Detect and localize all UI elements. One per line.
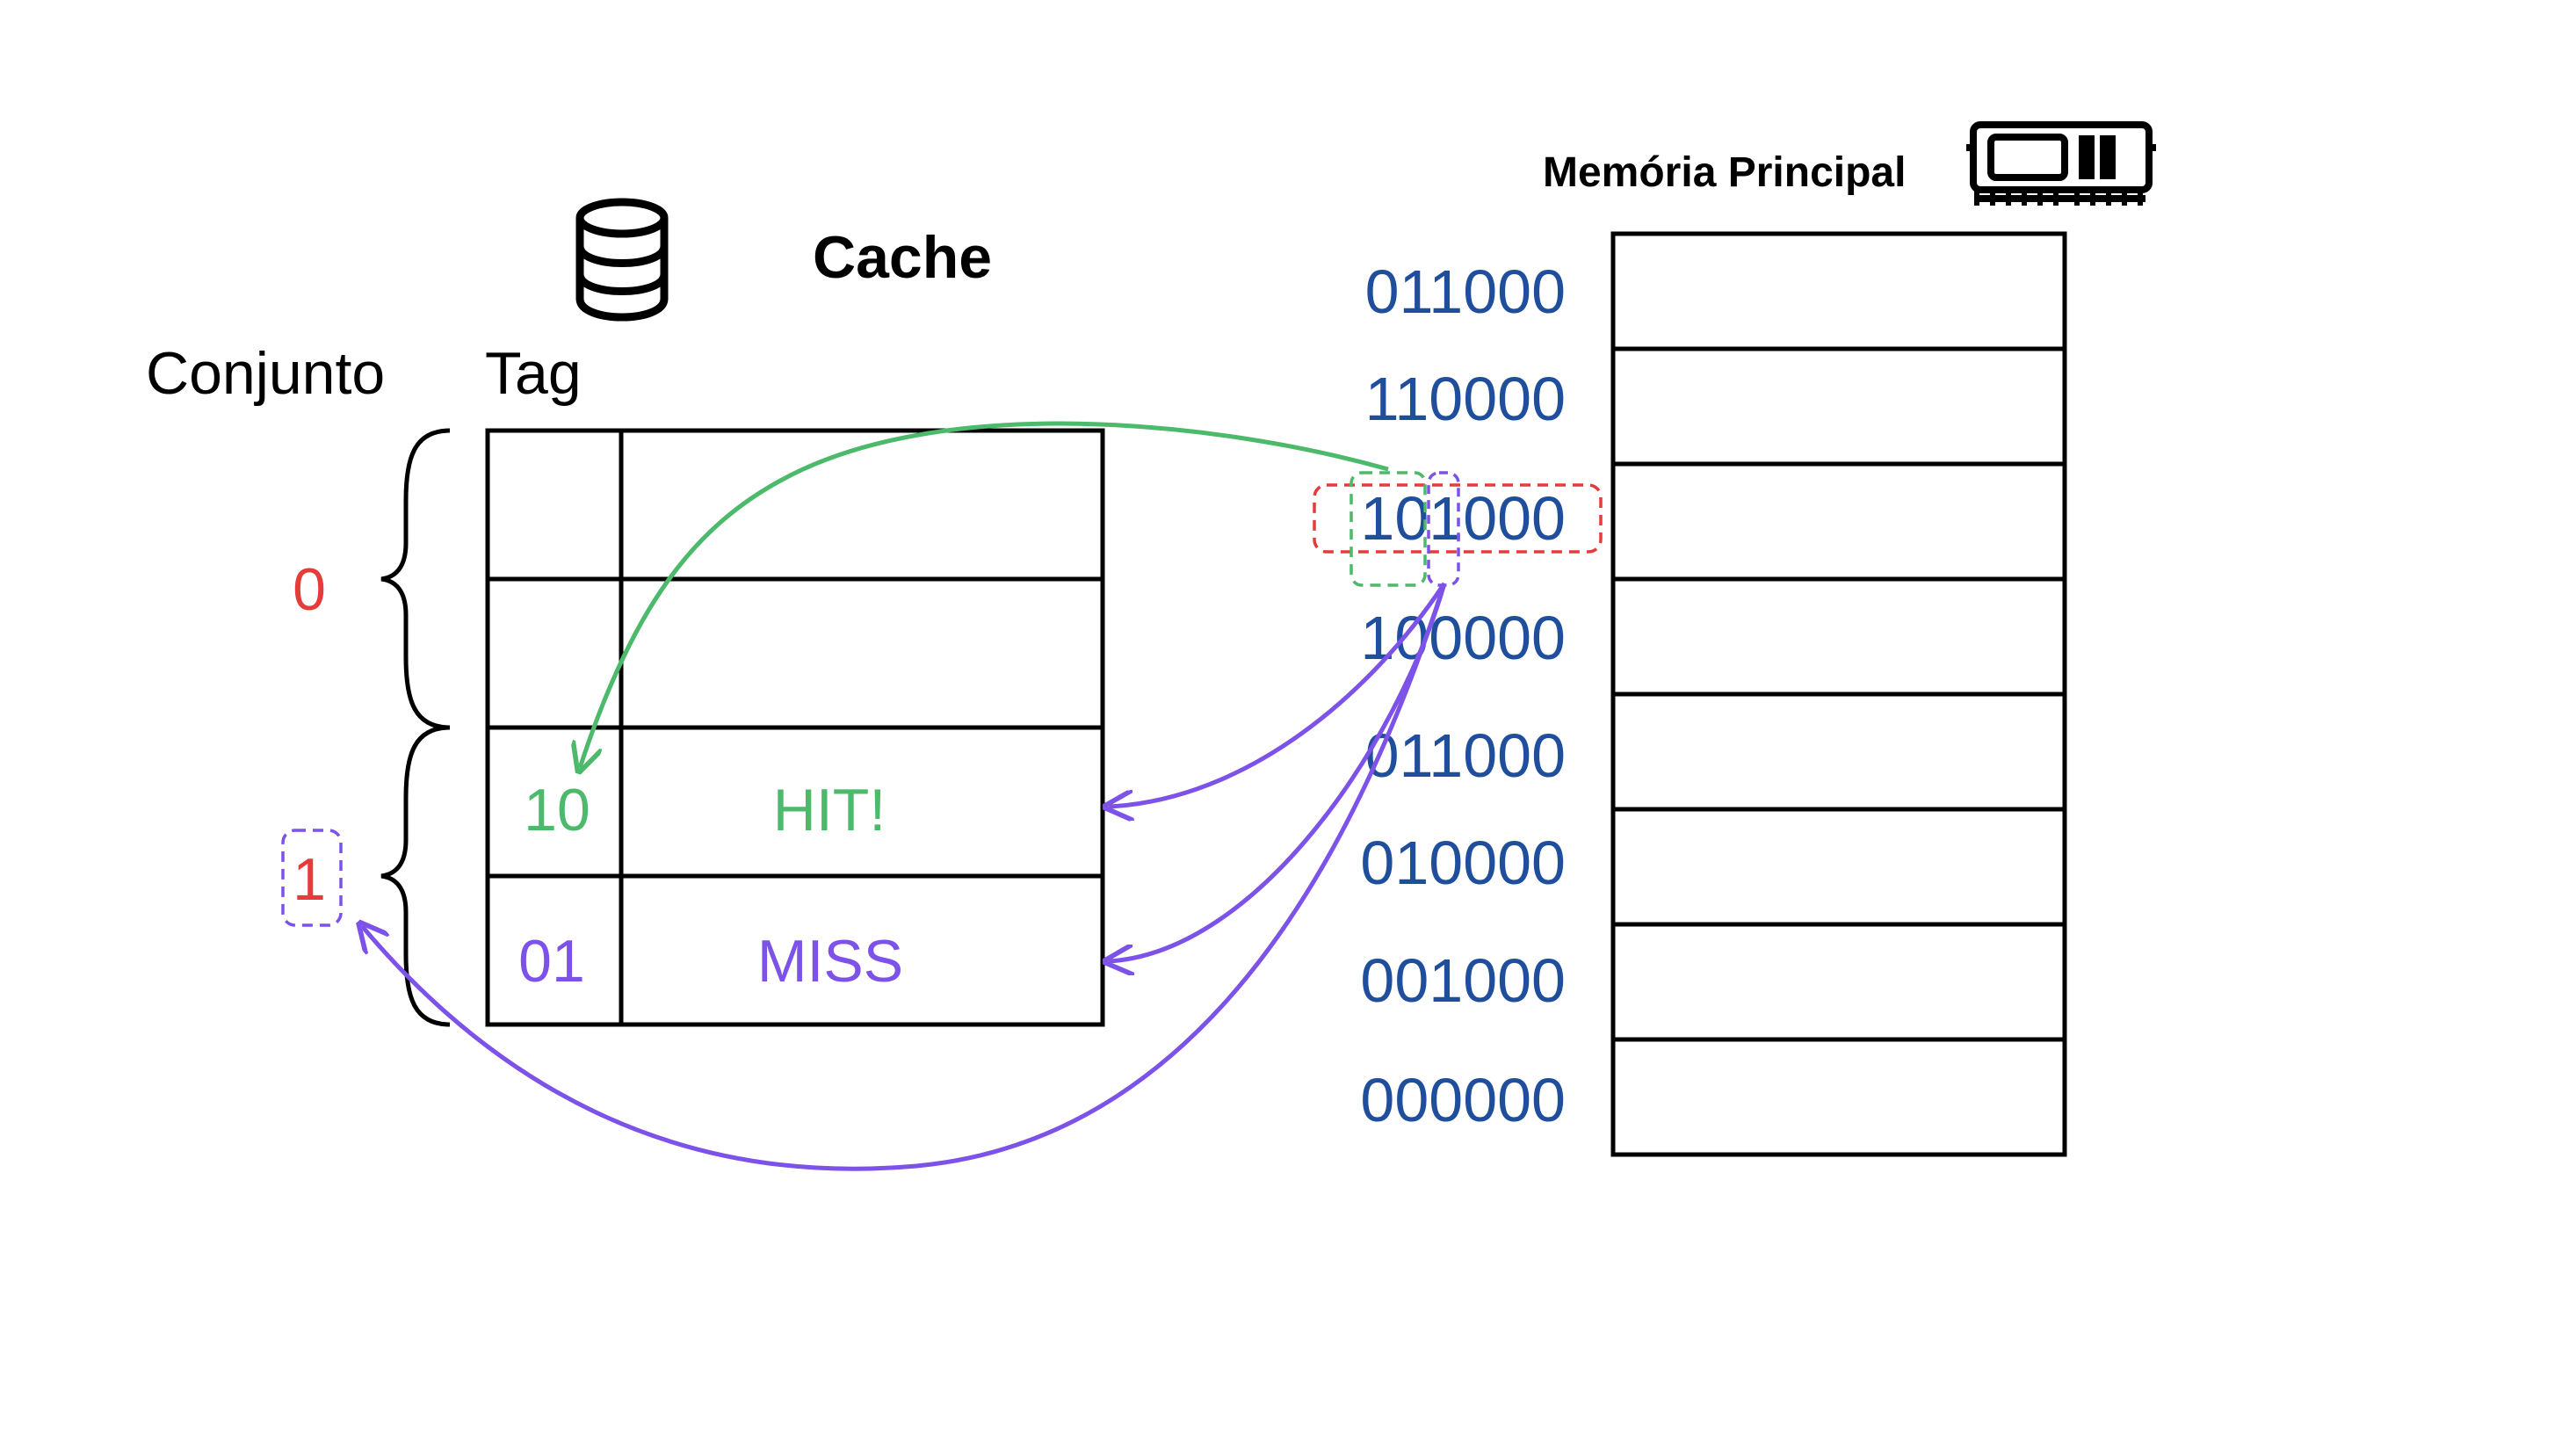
cache-row-tag: 10 [524, 777, 590, 844]
memory-address: 011000 [1365, 721, 1566, 790]
cache-row-status-hit: HIT! [773, 777, 886, 844]
address-highlight-box [1313, 483, 1603, 554]
database-icon [575, 198, 669, 322]
cache-row-tag: 01 [518, 928, 585, 995]
lookup-hit-row-arrow [1109, 582, 1447, 807]
memory-address: 010000 [1360, 829, 1566, 897]
memory-address: 011000 [1365, 257, 1566, 326]
set-label-1: 1 [293, 846, 326, 913]
ram-module-icon [1966, 121, 2156, 206]
cache-title: Cache [813, 224, 992, 291]
tag-header: Tag [485, 340, 582, 407]
memory-address: 110000 [1365, 365, 1566, 433]
set-0-brace [380, 428, 451, 730]
memory-title: Memória Principal [1543, 149, 1906, 196]
memory-address-list: 011000 110000 101000 100000 011000 01000… [1360, 257, 1566, 1134]
memory-address: 000000 [1360, 1066, 1566, 1134]
conjunto-header: Conjunto [146, 340, 385, 407]
set-1-highlight-box [281, 829, 343, 927]
cache-row-status-miss: MISS [757, 928, 903, 995]
memory-address-highlighted: 101000 [1360, 484, 1566, 553]
cache-table [485, 428, 1105, 1027]
memory-table [1610, 231, 2067, 1157]
memory-address: 001000 [1360, 946, 1566, 1015]
memory-address: 100000 [1360, 604, 1566, 672]
tag-to-cache-arrow [580, 421, 1389, 768]
set-label-0: 0 [293, 556, 326, 623]
set-index-arrow [362, 583, 1447, 1171]
tag-bits-highlight-box [1350, 471, 1427, 587]
set-1-brace [380, 725, 451, 1027]
